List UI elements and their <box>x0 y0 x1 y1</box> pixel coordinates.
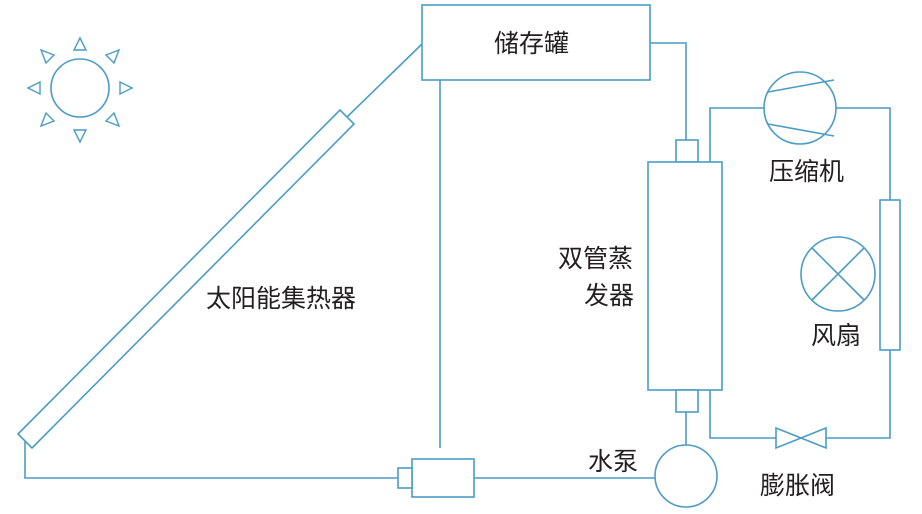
evaporator-label-line1: 双管蒸 <box>558 244 633 273</box>
condenser-to-valve-pipe <box>826 350 891 439</box>
condenser <box>879 199 901 351</box>
collector-supply-pipe <box>346 43 423 118</box>
compressor-to-condenser-pipe <box>836 107 891 200</box>
valve-to-evaporator-pipe <box>709 390 776 439</box>
sun-icon <box>26 36 134 144</box>
expansion-valve-symbol <box>775 426 827 450</box>
water-pump-label: 水泵 <box>588 447 638 476</box>
solar-collector-label: 太阳能集热器 <box>206 284 356 313</box>
evaporator-label-line2: 发器 <box>584 281 634 310</box>
fan-symbol <box>800 236 876 312</box>
compressor-symbol <box>763 71 837 145</box>
storage-tank <box>421 4 651 81</box>
fan-label: 风扇 <box>811 321 861 350</box>
compressor-label: 压缩机 <box>769 157 844 186</box>
storage-tank-label: 储存罐 <box>494 29 569 58</box>
pump-inlet-connector <box>397 458 475 498</box>
dual-tube-evaporator <box>647 139 723 413</box>
evaporator-to-compressor-pipe <box>709 107 764 162</box>
expansion-valve-label: 膨胀阀 <box>760 471 835 500</box>
tank-to-evaporator-pipe <box>650 42 687 140</box>
collector-return-pipe <box>24 441 398 479</box>
pump-symbol <box>654 444 718 508</box>
solar-collector <box>16 43 423 479</box>
